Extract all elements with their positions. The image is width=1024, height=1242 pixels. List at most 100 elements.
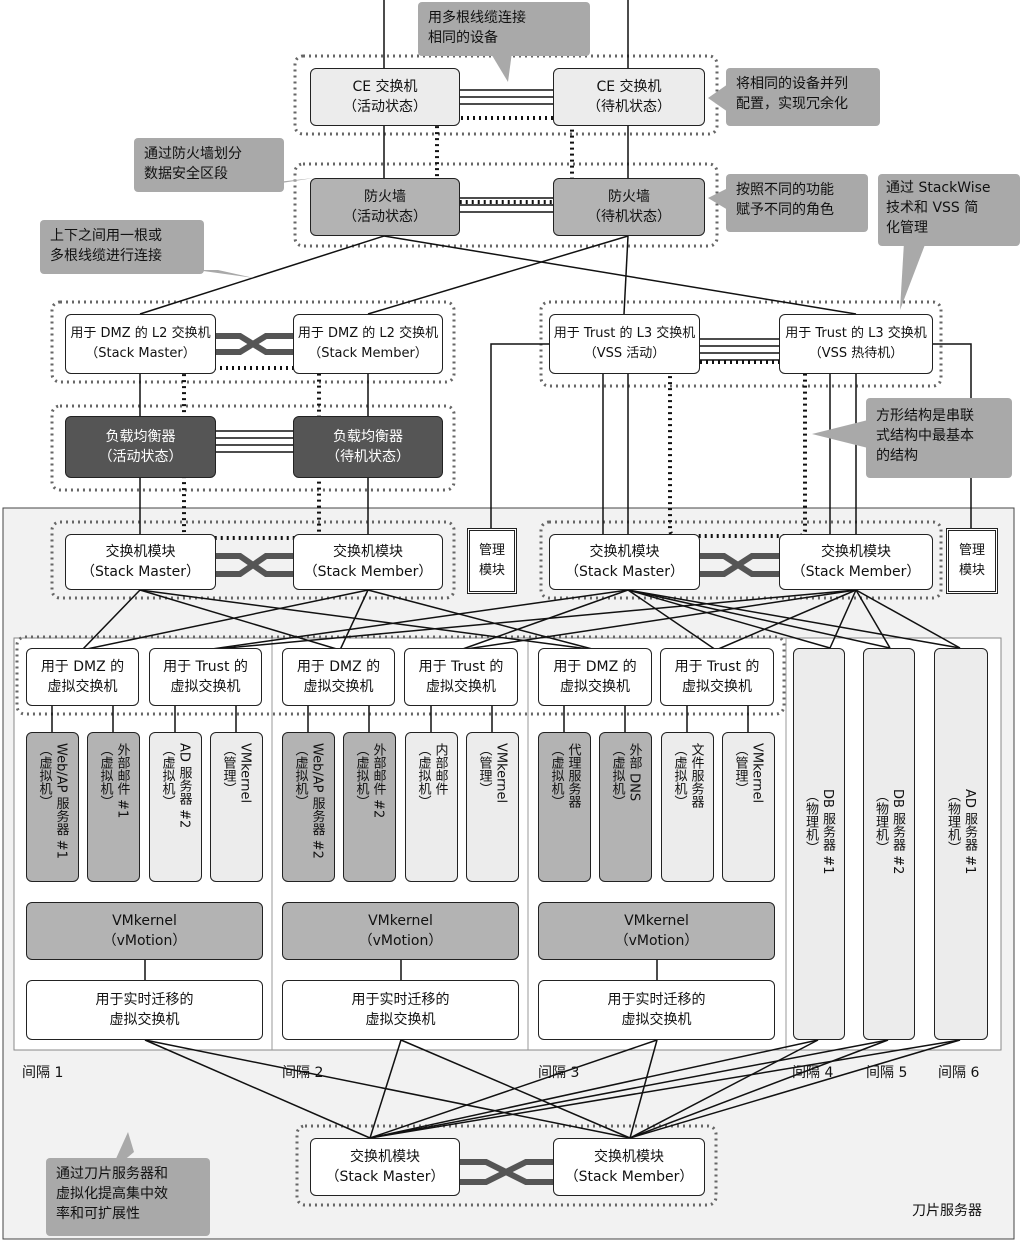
bay1-vm-4: VMkernel（管理） (210, 732, 263, 882)
switch-module-name: 交换机模块 (821, 544, 891, 560)
server-label-line1: AD 服务器 #1 (962, 789, 977, 875)
callout-line: 的结构 (876, 448, 918, 464)
callout-line: 虚拟化提高集中效 (56, 1186, 168, 1202)
vm-label: 文件服务器（虚拟机） (671, 743, 705, 881)
migration-line1: 用于实时迁移的 (351, 992, 450, 1008)
vm-label: 代理服务器（虚拟机） (548, 743, 582, 881)
vswitch-line2: 虚拟交换机 (47, 679, 118, 695)
migration-line2: 虚拟交换机 (365, 1012, 436, 1028)
l2-switch-member: 用于 DMZ 的 L2 交换机 （Stack Member） (293, 314, 443, 374)
vm-label-line2: （虚拟机） (609, 743, 625, 808)
management-module-line1: 管理 (478, 543, 505, 558)
callout-line: 通过 StackWise (886, 180, 991, 196)
vm-label-line2: （虚拟机） (671, 743, 687, 808)
vm-label-line2: （虚拟机） (36, 743, 52, 808)
gap-label-1: 间隔 1 (22, 1065, 64, 1081)
vswitch-line2: 虚拟交换机 (170, 679, 241, 695)
bay3-vm-2: 外部 DNS（虚拟机） (599, 732, 652, 882)
vm-label-line1: 外部 DNS (626, 743, 642, 802)
vm-label-line2: （管理） (732, 743, 748, 795)
migration-line1: 用于实时迁移的 (95, 992, 194, 1008)
bay1-vmkernel-vmotion: VMkernel （vMotion） (26, 902, 263, 960)
l2-switch-master-role: （Stack Master） (85, 346, 196, 361)
vm-label-line1: Web/AP 服务器 #1 (53, 743, 69, 859)
vswitch-line1: 用于 DMZ 的 (296, 659, 381, 675)
bay1-dmz-vswitch: 用于 DMZ 的 虚拟交换机 (26, 648, 139, 706)
l3-switch-vss-active: 用于 Trust 的 L3 交换机 （VSS 活动） (549, 314, 700, 374)
callout-line: 相同的设备 (428, 30, 498, 46)
vm-label-line2: （管理） (476, 743, 492, 795)
blade-server-label: 刀片服务器 (912, 1203, 982, 1219)
switch-module-dmz-master: 交换机模块 （Stack Master） (65, 534, 216, 590)
bay3-vm-1: 代理服务器（虚拟机） (538, 732, 591, 882)
ce-switch-active: CE 交换机 （活动状态） (310, 68, 460, 126)
vm-label-line1: 外部邮件 #1 (114, 743, 130, 819)
server-label-line2: （物理机） (945, 789, 960, 854)
load-balancer-active-name: 负载均衡器 (105, 429, 176, 445)
switch-module-role: （Stack Member） (303, 564, 433, 580)
physical-server-db-1: DB 服务器 #1（物理机） (793, 648, 845, 1040)
callout-firewall-zone: 通过防火墙划分 数据安全区段 (134, 138, 284, 192)
vm-label-line2: （虚拟机） (97, 743, 113, 808)
callout-line: 通过刀片服务器和 (56, 1166, 168, 1182)
server-label: DB 服务器 #2（物理机） (872, 789, 906, 1039)
vswitch-line2: 虚拟交换机 (560, 679, 630, 695)
switch-module-dmz-member: 交换机模块 （Stack Member） (293, 534, 443, 590)
firewall-active-name: 防火墙 (364, 189, 406, 205)
bay3-migration-vswitch: 用于实时迁移的 虚拟交换机 (538, 980, 775, 1040)
l2-switch-master-name: 用于 DMZ 的 L2 交换机 (70, 326, 211, 341)
vswitch-line2: 虚拟交换机 (426, 679, 496, 695)
switch-module-name: 交换机模块 (594, 1149, 664, 1165)
firewall-standby-state: （待机状态） (587, 209, 671, 225)
vm-label-line1: VMkernel (493, 743, 509, 804)
bay3-vmkernel-vmotion: VMkernel （vMotion） (538, 902, 775, 960)
vm-label-line1: 文件服务器 (688, 743, 704, 808)
l3-switch-vss-standby: 用于 Trust 的 L3 交换机 （VSS 热待机） (779, 314, 933, 374)
vswitch-line1: 用于 Trust 的 (418, 659, 504, 675)
vm-label: VMkernel（管理） (476, 743, 510, 881)
switch-module-role: （Stack Member） (564, 1169, 694, 1185)
server-label-line1: DB 服务器 #1 (820, 789, 835, 875)
vswitch-line1: 用于 DMZ 的 (553, 659, 637, 675)
firewall-standby-name: 防火墙 (608, 189, 650, 205)
callout-line: 式结构中最基本 (876, 428, 974, 444)
vm-label: VMkernel（管理） (732, 743, 766, 881)
callout-blade: 通过刀片服务器和 虚拟化提高集中效 率和可扩展性 (46, 1158, 210, 1236)
callout-multi-cable: 用多根线缆连接 相同的设备 (418, 2, 590, 56)
switch-module-name: 交换机模块 (105, 544, 176, 560)
callout-line: 率和可扩展性 (56, 1206, 140, 1222)
server-label: AD 服务器 #1（物理机） (944, 789, 978, 1039)
bay1-vm-3: AD 服务器 #2（虚拟机） (149, 732, 202, 882)
bay3-vm-4: VMkernel（管理） (722, 732, 775, 882)
l3-switch-active-role: （VSS 活动） (583, 346, 666, 361)
migration-line1: 用于实时迁移的 (607, 992, 706, 1008)
callout-line: 上下之间用一根或 (50, 228, 162, 244)
callout-line: 多根线缆进行连接 (50, 248, 162, 264)
switch-module-name: 交换机模块 (333, 544, 403, 560)
ce-switch-standby-name: CE 交换机 (596, 79, 662, 95)
switch-module-role: （Stack Master） (80, 564, 201, 580)
bay3-dmz-vswitch: 用于 DMZ 的 虚拟交换机 (538, 648, 652, 706)
switch-module-trust-member: 交换机模块 （Stack Member） (779, 534, 933, 590)
load-balancer-active-state: （活动状态） (98, 449, 183, 465)
firewall-standby: 防火墙 （待机状态） (553, 178, 705, 236)
vswitch-line1: 用于 Trust 的 (674, 659, 760, 675)
vm-label: AD 服务器 #2（虚拟机） (159, 743, 193, 881)
switch-module-role: （Stack Master） (564, 564, 685, 580)
bay2-vm-4: VMkernel（管理） (466, 732, 519, 882)
vm-label: 外部邮件 #1（虚拟机） (97, 743, 131, 881)
vm-label-line1: 代理服务器 (565, 743, 581, 808)
gap-label-4: 间隔 4 (792, 1065, 834, 1081)
migration-line2: 虚拟交换机 (621, 1012, 692, 1028)
ce-switch-standby: CE 交换机 （待机状态） (553, 68, 705, 126)
vm-label: 外部 DNS（虚拟机） (609, 743, 643, 881)
switch-module-role: （Stack Member） (791, 564, 921, 580)
callout-roles: 按照不同的功能 赋予不同的角色 (726, 174, 868, 232)
load-balancer-standby: 负载均衡器 （待机状态） (293, 416, 443, 478)
server-label-line2: （物理机） (873, 789, 888, 854)
load-balancer-standby-name: 负载均衡器 (333, 429, 403, 445)
bay3-trust-vswitch: 用于 Trust 的 虚拟交换机 (660, 648, 774, 706)
vmkernel-line2: （vMotion） (614, 933, 699, 949)
load-balancer-active: 负载均衡器 （活动状态） (65, 416, 216, 478)
vmkernel-line2: （vMotion） (358, 933, 443, 949)
